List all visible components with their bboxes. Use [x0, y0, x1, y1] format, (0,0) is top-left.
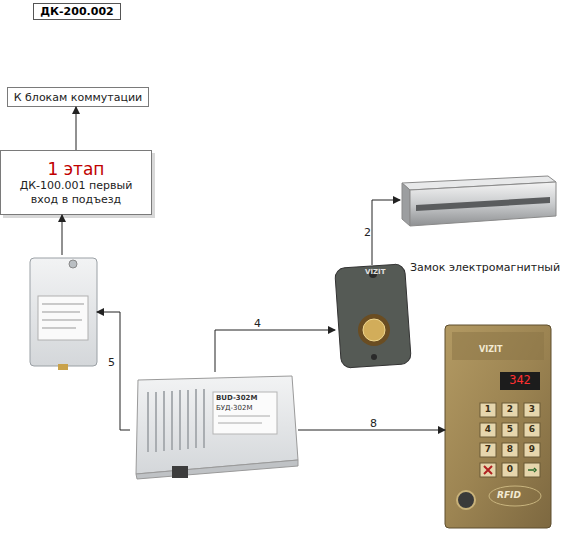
- door-panel-node: VIZIT 342 123 456 7890RFID: [445, 325, 551, 528]
- commutation-block: [30, 258, 97, 370]
- node-text: VIZIT: [479, 345, 502, 354]
- connector-arrow: [215, 330, 335, 372]
- stage-box: 1 этапДК-100.001 первый вход в подъезд: [0, 150, 152, 215]
- key-symbol: [528, 468, 536, 472]
- power-block: [136, 376, 298, 479]
- node-text: 342: [500, 373, 540, 387]
- cancel-key-symbol: [484, 466, 492, 474]
- exit-button-node: VIZIT: [335, 265, 410, 368]
- sticker-line: [218, 416, 270, 417]
- sticker-line: [42, 312, 80, 313]
- callout-number: 5: [108, 356, 115, 369]
- node-text: 6: [524, 424, 540, 434]
- cable-gland: [58, 364, 68, 370]
- sticker-line: [42, 320, 82, 321]
- sticker-line: [42, 304, 84, 305]
- node-text: ДК-100.001 первый вход в подъезд: [1, 179, 151, 207]
- block-side: [136, 460, 298, 479]
- node-text: 5: [502, 424, 518, 434]
- node-text: БУД-302М: [216, 404, 252, 412]
- magnetic-lock: [402, 176, 556, 226]
- lock-core: [416, 197, 550, 211]
- camera: [457, 491, 475, 509]
- connector-arrow: [97, 312, 130, 430]
- block-body: [136, 376, 298, 474]
- terminal: [172, 466, 188, 478]
- lock-face: [410, 182, 556, 226]
- panel-display: [500, 372, 540, 390]
- target-box: К блокам коммутации: [7, 87, 149, 107]
- power-block-node: BUD-302M БУД-302М: [130, 372, 298, 479]
- node-text: К блокам коммутации: [14, 91, 142, 104]
- node-text: Замок электромагнитный: [410, 261, 560, 274]
- door-panel: [445, 325, 551, 528]
- panel-grille: [452, 332, 544, 360]
- sticker: [38, 296, 88, 340]
- screw: [69, 260, 77, 268]
- connector-arrow: [372, 200, 400, 265]
- sticker-line: [42, 328, 76, 329]
- magnetic-lock-node: Замок электромагнитный: [400, 175, 557, 277]
- callout-number: 4: [254, 317, 261, 330]
- exit-button: [335, 264, 412, 369]
- commutation-block-node: [30, 255, 97, 368]
- lock-end: [402, 183, 410, 226]
- node-text: 4: [480, 424, 496, 434]
- button-ring: [358, 314, 390, 346]
- title-label: ДК-200.002: [33, 3, 121, 20]
- button-cap: [363, 319, 385, 341]
- node-text: 8: [502, 444, 518, 454]
- node-text: VIZIT: [365, 268, 385, 276]
- screw: [371, 354, 377, 360]
- node-text: BUD-302M: [216, 394, 257, 402]
- connector-arrow: [62, 215, 63, 255]
- block-sticker: [213, 392, 277, 434]
- connector-arrow: [76, 107, 77, 150]
- panel-keys: [480, 403, 540, 477]
- node-text: RFID: [497, 490, 521, 500]
- callout-number: 2: [364, 226, 371, 239]
- vents: [148, 389, 204, 452]
- panel-body: [445, 325, 551, 528]
- callout-number: 8: [370, 417, 377, 430]
- block-body: [30, 258, 97, 366]
- node-text: 3: [524, 404, 540, 414]
- sticker-line: [218, 423, 262, 424]
- node-text: 1: [480, 404, 496, 414]
- node-text: 1 этап: [48, 159, 105, 179]
- node-text: 7: [480, 444, 496, 454]
- node-text: 2: [502, 404, 518, 414]
- rfid-mark: [489, 486, 541, 506]
- node-text: 9: [524, 444, 540, 454]
- button-body: [335, 264, 412, 369]
- node-text: 0: [502, 464, 518, 474]
